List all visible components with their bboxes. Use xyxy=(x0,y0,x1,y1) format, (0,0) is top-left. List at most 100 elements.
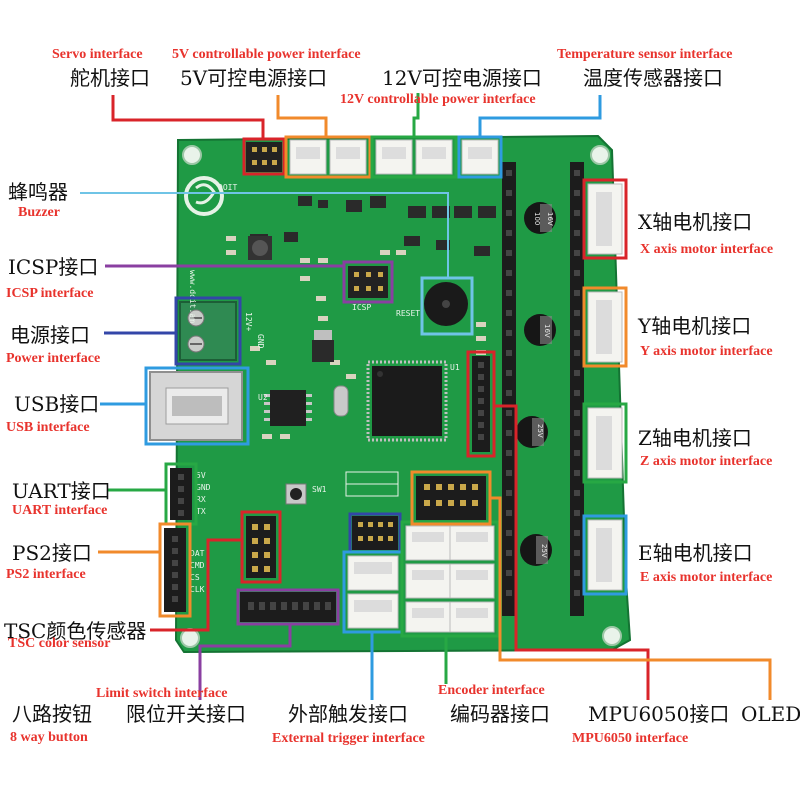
header-strip xyxy=(502,162,516,616)
power-terminal xyxy=(179,301,237,361)
usb-label-en: USB interface xyxy=(6,420,90,435)
servo-label-cn: 舵机接口 xyxy=(70,66,150,90)
chip-u2 xyxy=(270,390,306,426)
ps2-highlight-box xyxy=(158,522,192,618)
emotor-highlight-box xyxy=(582,514,628,596)
12v-highlight-box xyxy=(370,135,458,179)
ps2-label-en: PS2 interface xyxy=(6,567,86,582)
ymotor-label-cn: Y轴电机接口 xyxy=(638,314,752,338)
oled-highlight-box xyxy=(410,470,492,526)
power-label-en: Power interface xyxy=(6,351,101,366)
buzzer-label-en: Buzzer xyxy=(18,205,60,220)
cap-label: 25V xyxy=(540,544,548,558)
tsc-highlight-box xyxy=(240,510,282,584)
ps2-label-cn: PS2接口 xyxy=(12,541,92,565)
cap-label: 25V xyxy=(536,424,544,438)
zmotor-label-cn: Z轴电机接口 xyxy=(638,426,752,450)
silk-12v: 12V+ xyxy=(244,312,253,331)
regulator xyxy=(312,340,334,362)
tsc-label-cn: TSC颜色传感器 xyxy=(4,619,147,643)
silk-sw: SW1 xyxy=(312,485,327,494)
mpu-leader xyxy=(494,404,650,700)
button-highlight-box xyxy=(236,588,340,626)
encoder-highlight-box xyxy=(400,520,500,638)
buzzer-leader xyxy=(80,192,449,278)
header-strip xyxy=(570,162,584,616)
encoder-label-cn: 编码器接口 xyxy=(450,702,550,726)
silk-ps2-dat: DAT xyxy=(190,549,205,558)
silk-logo: DOIT xyxy=(218,183,237,192)
tsc-header xyxy=(246,516,276,578)
tsc-label-en: TSC color sensor xyxy=(8,636,111,651)
zmotor-highlight-box xyxy=(582,402,628,484)
silk-uart-tx: TX xyxy=(196,507,206,516)
mpu-label-en: MPU6050 interface xyxy=(572,731,689,746)
oled-leader xyxy=(490,496,772,700)
uart-label-cn: UART接口 xyxy=(12,479,111,503)
mount-hole xyxy=(602,626,622,646)
tsc-leader xyxy=(150,538,242,632)
servo-leader xyxy=(111,95,265,139)
electrolytic-capacitors xyxy=(516,202,556,566)
mcu-chip xyxy=(372,366,442,436)
xmotor-label-cn: X轴电机接口 xyxy=(638,210,753,234)
button-label-en: 8 way button xyxy=(10,730,88,745)
silk-icsp: ICSP xyxy=(352,303,371,312)
ymotor-label-en: Y axis motor interface xyxy=(640,344,773,359)
usb-label-cn: USB接口 xyxy=(14,392,100,416)
silk-uart-rx: RX xyxy=(196,495,206,504)
silk-u1: U1 xyxy=(450,363,460,372)
temp-label-cn: 温度传感器接口 xyxy=(583,66,723,90)
12v-leader xyxy=(412,93,420,137)
silk-ps2-cs: CS xyxy=(190,573,200,582)
uart-label-en: UART interface xyxy=(12,503,108,518)
xmotor-highlight-box xyxy=(582,178,628,260)
power-highlight-box xyxy=(174,296,242,366)
icsp-highlight-box xyxy=(342,260,394,304)
silk-reset: RESET xyxy=(396,309,420,318)
cap-label: 16V xyxy=(543,324,551,338)
encoder-connector xyxy=(449,525,495,561)
mount-hole xyxy=(590,145,610,165)
trigger-label-en: External trigger interface xyxy=(272,731,425,746)
ymotor-highlight-box xyxy=(582,286,628,368)
limit-label-en: Limit switch interface xyxy=(96,686,228,701)
button-leader xyxy=(198,624,292,700)
silk-ps2-cmd: CMD xyxy=(190,561,205,570)
5v-leader xyxy=(276,95,328,137)
emotor-label-en: E axis motor interface xyxy=(640,570,773,585)
cap-label: 16V xyxy=(546,212,554,226)
icsp-label-en: ICSP interface xyxy=(6,286,94,301)
emotor-label-cn: E轴电机接口 xyxy=(638,541,753,565)
button-label-cn: 八路按钮 xyxy=(12,702,92,726)
encoder-label-en: Encoder interface xyxy=(438,683,545,698)
buzzer-highlight-box xyxy=(420,276,474,336)
temp-highlight-box xyxy=(457,135,503,179)
limit-header xyxy=(352,516,398,550)
zmotor-label-en: Z axis motor interface xyxy=(640,454,773,469)
encoder-connector xyxy=(449,563,495,599)
limit-label-cn: 限位开关接口 xyxy=(126,702,246,726)
power-label-cn: 电源接口 xyxy=(10,323,90,347)
silk-uart-gnd: GND xyxy=(196,483,211,492)
silk-uart-5v: 5V xyxy=(196,471,206,480)
icsp-header xyxy=(348,266,388,298)
uart-highlight-box xyxy=(164,462,198,526)
5v-highlight-box xyxy=(284,135,372,179)
encoder-connector xyxy=(405,525,451,561)
cap-label: 100 xyxy=(533,212,541,225)
limit-highlight-box xyxy=(348,512,402,554)
mount-hole xyxy=(182,145,202,165)
5v-label-en: 5V controllable power interface xyxy=(172,47,361,62)
crystal xyxy=(333,385,349,417)
trigger-label-cn: 外部触发接口 xyxy=(288,702,408,726)
silk-gnd: GND xyxy=(256,334,265,349)
temp-label-en: Temperature sensor interface xyxy=(557,47,733,62)
oled-header xyxy=(416,476,486,520)
icsp-label-cn: ICSP接口 xyxy=(8,255,99,279)
usb-highlight-box xyxy=(144,366,250,446)
mpu-label-cn: MPU6050接口 xyxy=(588,702,730,726)
5v-label-cn: 5V可控电源接口 xyxy=(180,66,328,90)
12v-label-en: 12V controllable power interface xyxy=(340,92,536,107)
